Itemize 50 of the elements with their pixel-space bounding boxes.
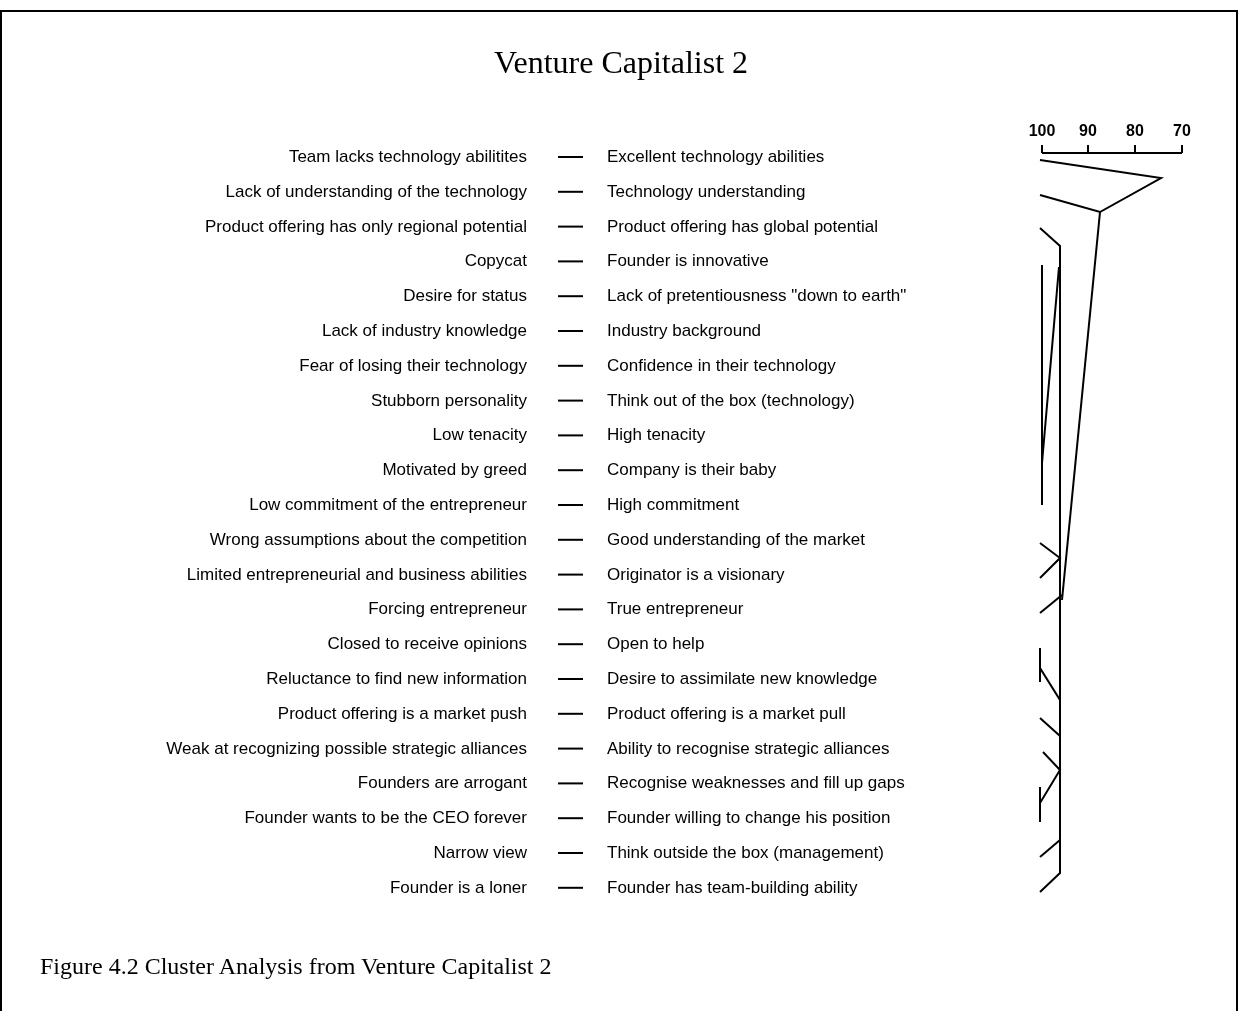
construct-label: Stubborn personality <box>371 390 527 411</box>
scale-label: 90 <box>1078 122 1098 140</box>
construct-label: Confidence in their technology <box>607 355 836 376</box>
construct-label: Weak at recognizing possible strategic alliances <box>166 738 527 759</box>
construct-label: Product offering has only regional potential <box>205 216 527 237</box>
construct-label: Motivated by greed <box>382 460 527 481</box>
construct-label: Limited entrepreneurial and business abilities <box>186 564 527 585</box>
construct-label: Desire to assimilate new knowledge <box>607 669 878 689</box>
construct-label: Company is their baby <box>607 460 777 481</box>
construct-label: Low commitment of the entrepreneur <box>249 495 527 515</box>
construct-label: Founder willing to change his position <box>607 808 891 829</box>
construct-label: Forcing entrepreneur <box>368 599 527 620</box>
construct-label: Wrong assumptions about the competition <box>209 529 527 550</box>
construct-label: High commitment <box>607 495 740 515</box>
construct-label: Narrow view <box>433 843 527 863</box>
construct-label: Product offering is a market pull <box>607 703 846 724</box>
construct-label: Technology understanding <box>607 181 806 202</box>
construct-label: Team lacks technology abilitites <box>288 147 527 167</box>
construct-label: High tenacity <box>607 425 706 446</box>
scale-label: 70 <box>1172 122 1192 140</box>
construct-label: Recognise weaknesses and fill up gaps <box>607 773 905 794</box>
construct-label: Fear of losing their technology <box>299 355 527 376</box>
construct-label: Copycat <box>464 251 527 272</box>
construct-label: Excellent technology abilities <box>607 147 825 167</box>
construct-label: Good understanding of the market <box>607 529 865 550</box>
caption: Figure 4.2 Cluster Analysis from Venture Capitalist 2 <box>40 953 552 980</box>
construct-label: Product offering is a market push <box>277 703 527 724</box>
construct-label: Reluctance to find new information <box>266 669 527 689</box>
construct-label: Lack of industry knowledge <box>321 321 527 341</box>
construct-label: Founder is innovative <box>607 251 769 272</box>
construct-label: Lack of understanding of the technology <box>225 181 527 202</box>
construct-label: Founder has team-building ability <box>607 877 858 898</box>
scale-label: 80 <box>1125 122 1145 140</box>
scale-label: 100 <box>1027 122 1057 140</box>
construct-label: Originator is a visionary <box>607 564 785 585</box>
construct-label: Product offering has global potential <box>607 216 878 237</box>
construct-label: Industry background <box>607 321 762 341</box>
construct-label: Open to help <box>607 634 705 655</box>
construct-label: Founder wants to be the CEO forever <box>244 808 527 829</box>
construct-label: Desire for status <box>403 286 527 307</box>
construct-label: Low tenacity <box>432 425 527 446</box>
construct-label: Closed to receive opinions <box>327 634 527 655</box>
construct-label: Ability to recognise strategic alliances <box>607 738 890 759</box>
title: Venture Capitalist 2 <box>492 44 750 81</box>
construct-label: Think out of the box (technology) <box>607 390 855 411</box>
construct-label: Founders are arrogant <box>357 773 527 794</box>
construct-label: True entrepreneur <box>607 599 744 620</box>
construct-label: Lack of pretentiousness "down to earth" <box>607 286 907 307</box>
construct-label: Founder is a loner <box>389 877 527 898</box>
construct-label: Think outside the box (management) <box>607 843 884 863</box>
